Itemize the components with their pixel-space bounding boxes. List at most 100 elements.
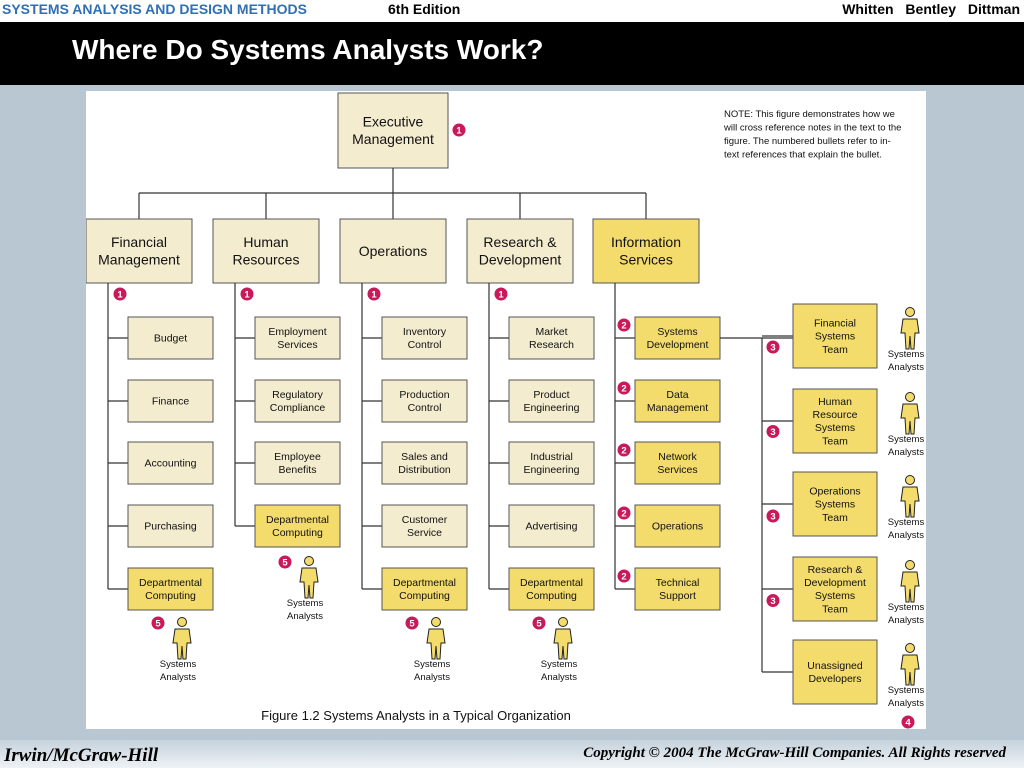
bullet-marker bbox=[617, 318, 631, 332]
department-item-box-label: Distribution bbox=[398, 464, 451, 476]
analyst-label: Systems bbox=[541, 659, 578, 670]
department-item-box-label: Compliance bbox=[270, 402, 326, 414]
bullet-marker bbox=[113, 287, 127, 301]
department-item-box-label: Technical bbox=[656, 577, 700, 589]
person-icon bbox=[900, 643, 920, 686]
analyst-label: Analysts bbox=[414, 672, 450, 683]
authors-label: Whitten Bentley Dittman bbox=[842, 1, 1020, 17]
department-item-box-rect bbox=[634, 504, 721, 548]
department-box-label: Information bbox=[611, 234, 681, 250]
department-item-box-label: Production bbox=[399, 389, 449, 401]
department-item-box-rect bbox=[508, 316, 595, 360]
analyst-label: Systems bbox=[888, 602, 925, 613]
department-item-box-label: Computing bbox=[526, 590, 577, 602]
analyst-label: Analysts bbox=[888, 698, 924, 709]
org-chart: NOTE: This figure demonstrates how wewil… bbox=[86, 92, 925, 729]
department-item-box-label: Development bbox=[647, 339, 709, 351]
bullet-marker bbox=[151, 616, 165, 630]
department-item-box-rect bbox=[508, 567, 595, 611]
person-icon bbox=[299, 556, 319, 599]
team-box-label: Team bbox=[822, 435, 848, 447]
department-item-box-label: Industrial bbox=[530, 451, 573, 463]
slide-footer: Irwin/McGraw-Hill Copyright © 2004 The M… bbox=[0, 740, 1024, 768]
bullet-number: 1 bbox=[371, 290, 377, 301]
bullet-marker bbox=[617, 443, 631, 457]
person-head bbox=[177, 617, 187, 627]
department-item-box-rect bbox=[634, 567, 721, 611]
department-item-box-label: Customer bbox=[402, 514, 448, 526]
department-item-box-rect bbox=[381, 316, 468, 360]
analyst-label: Systems bbox=[888, 517, 925, 528]
bullet-marker bbox=[494, 287, 508, 301]
bullet-marker bbox=[532, 616, 546, 630]
department-item-box-label: Departmental bbox=[520, 577, 583, 589]
department-item-box-label: Product bbox=[533, 389, 569, 401]
department-item-box-label: Management bbox=[647, 402, 708, 414]
bullet-number: 3 bbox=[770, 512, 775, 523]
department-item-box-label: Computing bbox=[272, 527, 323, 539]
analyst-label: Systems bbox=[160, 659, 197, 670]
bullet-number: 3 bbox=[770, 343, 775, 354]
bullet-marker bbox=[405, 616, 419, 630]
analyst-label: Analysts bbox=[888, 362, 924, 373]
figure-note: figure. The numbered bullets refer to in… bbox=[724, 136, 891, 147]
department-box-rect bbox=[339, 218, 447, 284]
department-box-rect bbox=[86, 218, 193, 284]
bullet-marker bbox=[617, 569, 631, 583]
department-item-box-label: Employee bbox=[274, 451, 321, 463]
bullet-number: 4 bbox=[905, 718, 911, 729]
department-box-label: Human bbox=[243, 234, 288, 250]
team-box-label: Development bbox=[804, 577, 866, 589]
department-item-box-label: Departmental bbox=[139, 577, 202, 589]
department-item-box-label: Advertising bbox=[526, 521, 578, 533]
team-box-label: Systems bbox=[815, 499, 855, 511]
course-title: SYSTEMS ANALYSIS AND DESIGN METHODS bbox=[2, 1, 307, 17]
team-box-label: Team bbox=[822, 603, 848, 615]
bullet-marker bbox=[367, 287, 381, 301]
department-item-box-label: Service bbox=[407, 527, 442, 539]
team-box-label: Team bbox=[822, 512, 848, 524]
bullet-marker bbox=[766, 425, 780, 438]
department-item-box-label: Inventory bbox=[403, 326, 447, 338]
person-head bbox=[431, 617, 441, 627]
person-head bbox=[905, 392, 915, 402]
team-box-label: Human bbox=[818, 396, 852, 408]
bullet-number: 3 bbox=[770, 596, 775, 607]
bullet-marker bbox=[617, 506, 631, 520]
department-item-box-label: Sales and bbox=[401, 451, 448, 463]
department-item-box-rect bbox=[127, 316, 214, 360]
person-body bbox=[900, 571, 920, 603]
department-item-box-rect bbox=[254, 441, 341, 485]
department-item-box: Budget bbox=[127, 316, 214, 360]
department-item-box-rect bbox=[127, 567, 214, 611]
analyst-label: Analysts bbox=[888, 447, 924, 458]
analyst-label: Systems bbox=[414, 659, 451, 670]
department-box-label: Operations bbox=[359, 243, 427, 259]
department-item-box-label: Departmental bbox=[266, 514, 329, 526]
bullet-marker bbox=[452, 123, 466, 137]
department-item-box-label: Support bbox=[659, 590, 696, 602]
person-body bbox=[900, 654, 920, 686]
person-head bbox=[905, 307, 915, 317]
person-icon bbox=[900, 392, 920, 435]
department-box-label: Development bbox=[479, 252, 562, 268]
department-item-box-label: Operations bbox=[652, 521, 703, 533]
department-item-box-label: Benefits bbox=[279, 464, 317, 476]
person-body bbox=[172, 628, 192, 660]
department-item-box-rect bbox=[634, 441, 721, 485]
bullet-number: 2 bbox=[621, 446, 626, 457]
person-body bbox=[299, 567, 319, 599]
department-item-box-rect bbox=[254, 316, 341, 360]
